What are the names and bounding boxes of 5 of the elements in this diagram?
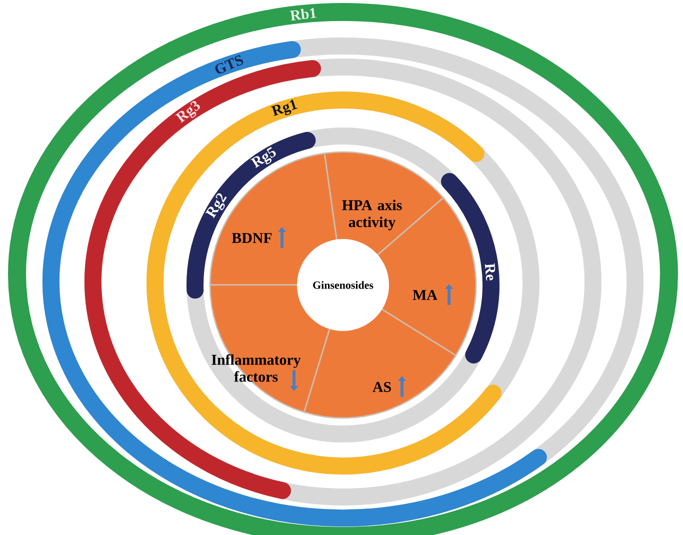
ring-label: Re xyxy=(484,263,496,281)
ring-label: Rg3 xyxy=(175,101,200,123)
ring-label: Rg1 xyxy=(270,100,298,116)
ring-label: Rb1 xyxy=(290,8,316,21)
ring-label: GTS xyxy=(215,55,244,74)
